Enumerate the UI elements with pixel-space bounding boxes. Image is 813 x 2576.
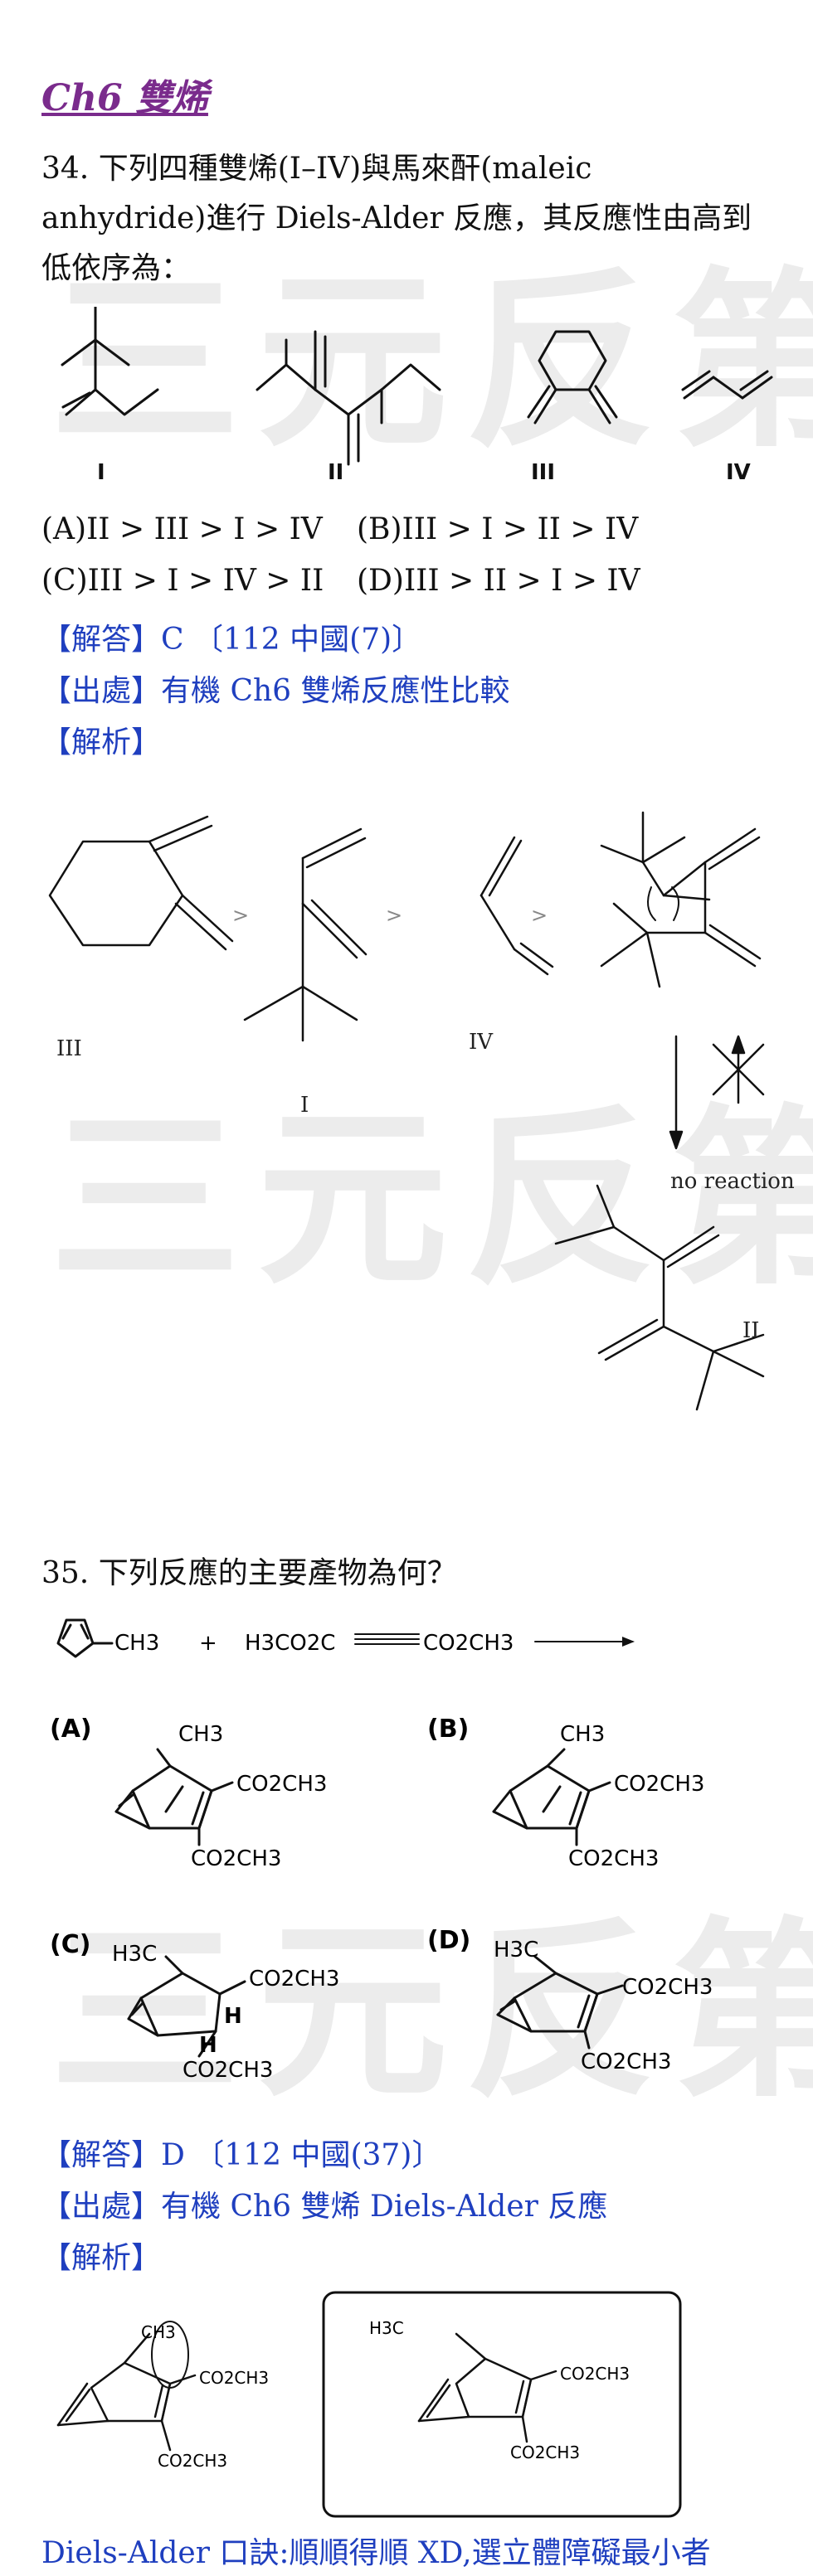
analysis-right-h3c: H3C [369, 2318, 404, 2338]
analysis-right-structure [417, 2332, 557, 2443]
q34-answer: 【解答】C 〔112 中國(7)〕 [41, 623, 422, 657]
q35-analysis: CH3 CO2CH3 CO2CH3 H3C CO2CH3 CO2CH3 [56, 2291, 682, 2518]
watermark: 三元反第 [50, 252, 813, 473]
scheme-label-III: III [56, 1036, 82, 1061]
gt-sign-2: > [386, 904, 402, 927]
label-I: I [97, 460, 105, 485]
no-reaction-arrow [669, 1035, 765, 1150]
answer-box [322, 2291, 682, 2518]
chapter-title: Ch6 雙烯 [41, 77, 208, 119]
no-reaction-label: no reaction [670, 1169, 795, 1194]
q35-analysis-heading: 【解析】 [41, 2241, 162, 2275]
scheme-IV-structure [480, 836, 554, 976]
q35-line1: 35. 下列反應的主要產物為何？ [41, 1556, 457, 1590]
watermark: 三元反第 [50, 1089, 813, 1311]
q34-structures [61, 307, 773, 466]
choice-C-h3c: H3C [112, 1942, 157, 1967]
q34-line2: anhydride)進行 Diels-Alder 反應，其反應性由高到 [41, 201, 752, 235]
scheme-III-structure [48, 815, 234, 951]
choice-A-structure [114, 1748, 234, 1846]
plus-sign: + [199, 1631, 217, 1656]
reagent1-substituent: CH3 [114, 1631, 159, 1656]
choice-D-structure [496, 1955, 624, 2050]
analysis-right-co2ch3-top: CO2CH3 [560, 2364, 630, 2384]
choice-A-ch3: CH3 [178, 1722, 223, 1747]
option-A: (A)II > III > I > IV [41, 512, 323, 546]
scheme-label-I: I [300, 1093, 309, 1118]
choice-B-co2ch3-bottom: CO2CH3 [568, 1846, 659, 1871]
choice-C-co2ch3-top: CO2CH3 [249, 1967, 339, 1991]
choice-B-label: (B) [427, 1715, 469, 1744]
choice-C-structure [127, 1955, 246, 2058]
q34-analysis-heading: 【解析】 [41, 725, 162, 759]
scheme-I-structure [243, 827, 368, 1042]
choice-A-co2ch3-top: CO2CH3 [236, 1772, 327, 1797]
label-III: III [531, 460, 556, 485]
choice-B-ch3: CH3 [560, 1722, 605, 1747]
choice-C-h-top: H [224, 2004, 242, 2029]
analysis-left-ch3: CH3 [141, 2322, 176, 2342]
watermark: 三元反第 [50, 1902, 813, 2123]
option-B: (B)III > I > II > IV [357, 512, 639, 546]
analysis-right-co2ch3-bottom: CO2CH3 [510, 2443, 580, 2462]
option-C: (C)III > I > IV > II [41, 564, 324, 598]
scheme-label-IV: IV [469, 1030, 494, 1055]
diene-IV-structure [681, 370, 773, 400]
choice-C-label: (C) [50, 1930, 90, 1959]
diene-II-structure [256, 330, 441, 466]
mnemonic: Diels-Alder 口訣:順順得順 XD,選立體障礙最小者 [41, 2536, 711, 2570]
gt-sign-1: > [232, 904, 249, 927]
scheme-II-structure [554, 1184, 765, 1411]
diene-I-structure [61, 307, 159, 416]
label-IV: IV [726, 460, 751, 485]
scheme-II-hindered-structure [600, 811, 762, 988]
q35-reaction: CH3 + H3CO2C CO2CH3 [56, 1618, 635, 1658]
reagent2-right: CO2CH3 [423, 1631, 514, 1656]
choice-D-co2ch3-bottom: CO2CH3 [581, 2050, 671, 2074]
choice-B-co2ch3-top: CO2CH3 [614, 1772, 704, 1797]
choice-D-label: (D) [427, 1926, 470, 1955]
q35-answer: 【解答】D 〔112 中國(37)〕 [41, 2138, 442, 2172]
choice-B-structure [492, 1748, 611, 1846]
q35-choices: (A) CH3 CO2CH3 CO2CH3 (B) CH3 CO2CH3 CO2… [50, 1715, 713, 2081]
cyclopentadiene-ring [56, 1618, 95, 1658]
analysis-left-structure [56, 2321, 197, 2452]
reagent2-left: H3CO2C [245, 1631, 335, 1656]
choice-D-h3c: H3C [494, 1938, 538, 1962]
analysis-left-co2ch3-top: CO2CH3 [199, 2368, 269, 2388]
diene-III-structure [527, 330, 618, 424]
option-D: (D)III > II > I > IV [357, 564, 640, 598]
choice-D-co2ch3-top: CO2CH3 [622, 1975, 713, 2000]
choice-A-label: (A) [50, 1715, 92, 1744]
q34-line3: 低依序為： [41, 251, 192, 285]
scheme-label-II: II [742, 1318, 760, 1343]
q34-line1: 34. 下列四種雙烯(I–IV)與馬來酐(maleic [41, 152, 592, 186]
choice-A-co2ch3-bottom: CO2CH3 [191, 1846, 281, 1871]
choice-C-co2ch3-bottom: CO2CH3 [183, 2058, 273, 2081]
q34-analysis-scheme: > > > [48, 811, 765, 1411]
analysis-left-co2ch3-bottom: CO2CH3 [158, 2451, 227, 2471]
label-II: II [328, 460, 344, 485]
gt-sign-3: > [531, 904, 548, 927]
q35-source: 【出處】有機 Ch6 雙烯 Diels-Alder 反應 [41, 2190, 608, 2224]
choice-C-h-bottom: H [199, 2033, 217, 2058]
reaction-arrow [622, 1637, 635, 1647]
q34-source: 【出處】有機 Ch6 雙烯反應性比較 [41, 674, 510, 708]
